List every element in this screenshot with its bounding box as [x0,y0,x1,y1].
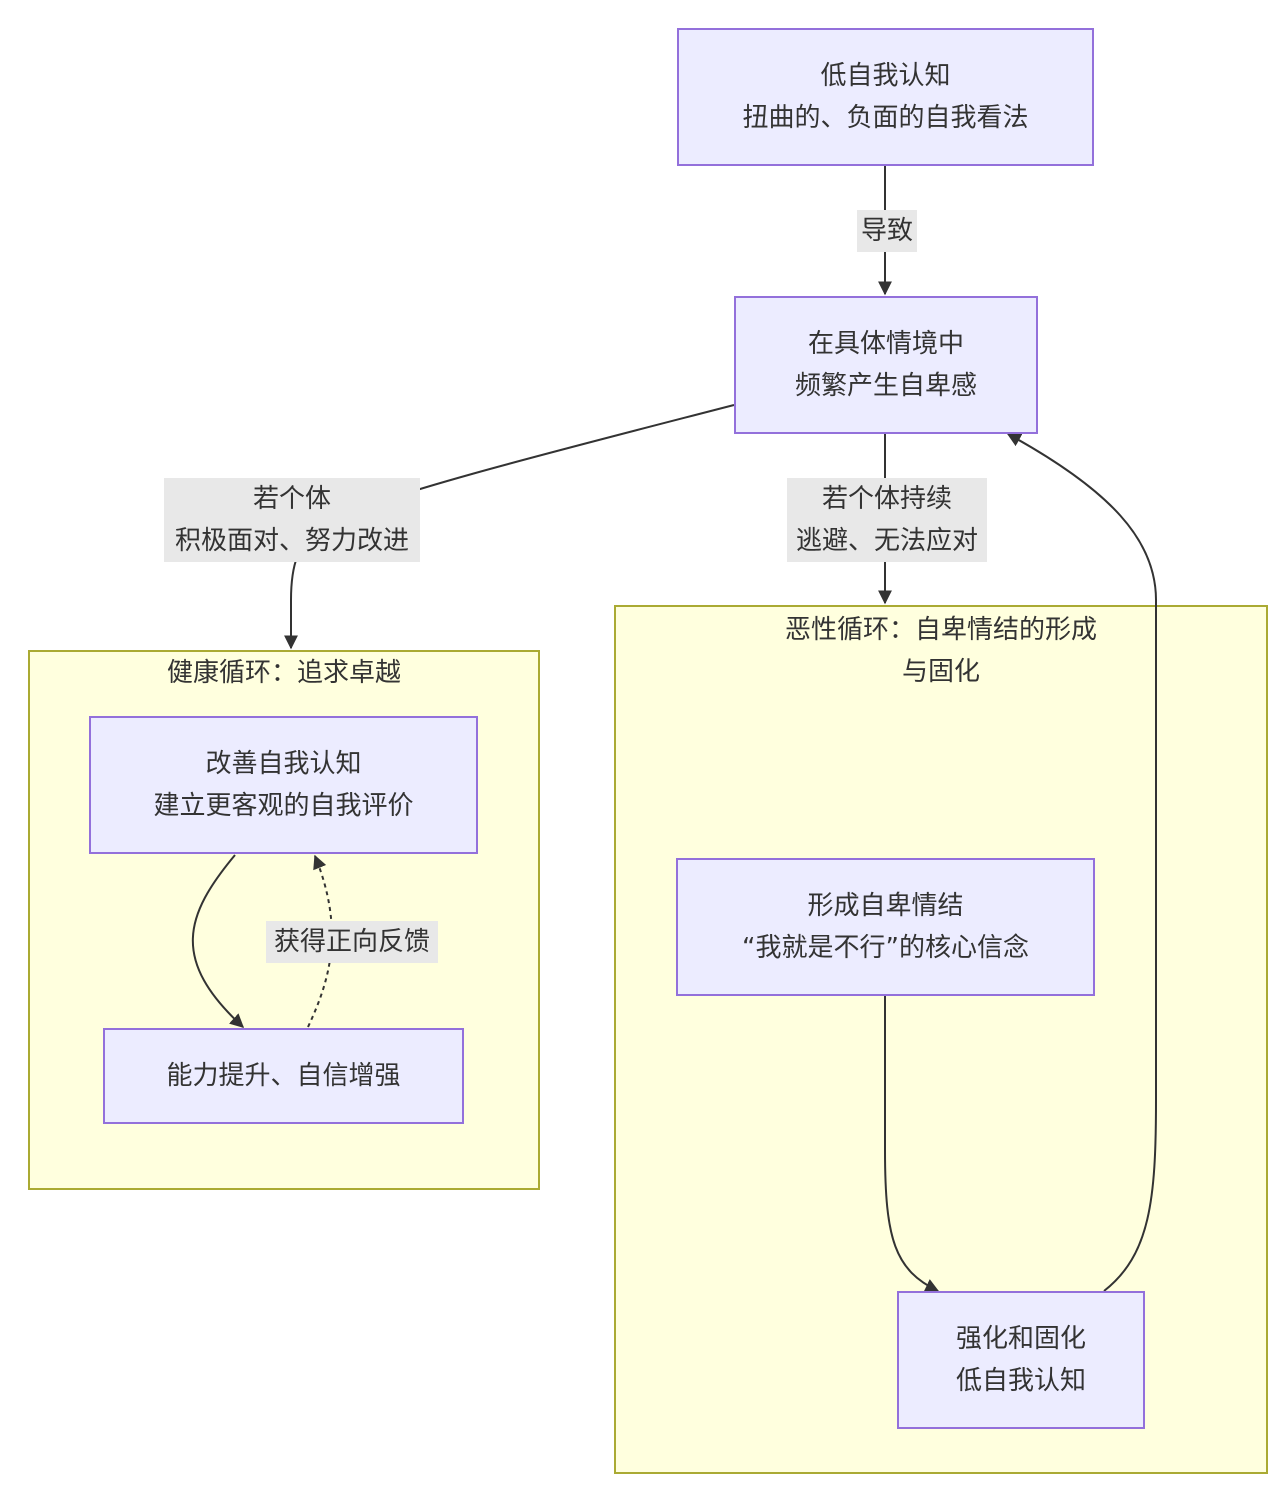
edge-label-positive-line2: 积极面对、努力改进 [174,526,409,556]
node-reinforce-line2: 低自我认知 [955,1366,1086,1396]
edge-label-negative: 若个体持续 逃避、无法应对 [787,478,987,562]
node-frequent-line2: 频繁产生自卑感 [794,371,977,401]
node-ability-boost: 能力提升、自信增强 [103,1028,464,1124]
node-low-self-cognition: 低自我认知 扭曲的、负面的自我看法 [677,28,1094,166]
node-improve-line1: 改善自我认知 [205,749,362,779]
edge-improve-to-ability [191,854,245,1028]
edge-ability-to-improve-feedback [307,854,333,1028]
node-complex-line2: “我就是不行”的核心信念 [742,933,1029,963]
cluster-vicious-title-line1: 恶性循环：自卑情结的形成 [784,615,1097,645]
node-reinforce: 强化和固化 低自我认知 [897,1291,1145,1429]
node-low-self-line2: 扭曲的、负面的自我看法 [742,103,1029,133]
node-low-self-line1: 低自我认知 [820,61,951,91]
edge-label-positive: 若个体 积极面对、努力改进 [164,478,420,562]
node-frequent-line1: 在具体情境中 [807,329,964,359]
node-form-complex: 形成自卑情结 “我就是不行”的核心信念 [676,858,1095,996]
node-improve-cognition: 改善自我认知 建立更客观的自我评价 [89,716,478,854]
edge-reinforce-to-frequent [1006,433,1157,1292]
node-complex-line1: 形成自卑情结 [807,891,964,921]
edge-complex-to-reinforce [884,996,940,1292]
cluster-vicious-title: 恶性循环：自卑情结的形成 与固化 [616,609,1266,693]
node-improve-line2: 建立更客观的自我评价 [153,791,414,821]
cluster-vicious-title-line2: 与固化 [901,657,980,687]
node-reinforce-line1: 强化和固化 [955,1324,1086,1354]
edge-label-negative-line1: 若个体持续 [821,484,952,514]
edge-label-leads-to: 导致 [857,210,917,252]
cluster-healthy-title: 健康循环：追求卓越 [166,658,401,688]
node-ability-line1: 能力提升、自信增强 [166,1061,401,1091]
edge-label-feedback: 获得正向反馈 [266,921,438,963]
node-frequent-inferiority: 在具体情境中 频繁产生自卑感 [734,296,1038,434]
edge-label-positive-line1: 若个体 [252,484,331,514]
edge-label-negative-line2: 逃避、无法应对 [795,526,978,556]
